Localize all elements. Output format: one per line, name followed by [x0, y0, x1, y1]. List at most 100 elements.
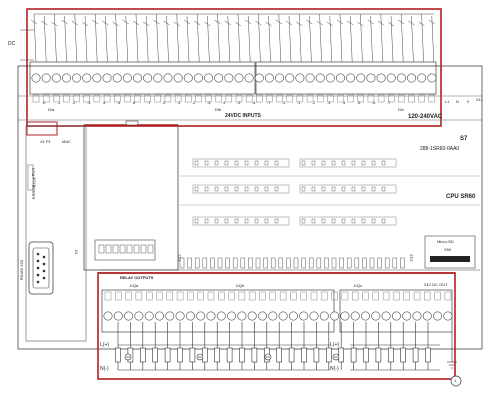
output-group-a: DQa: [130, 283, 139, 288]
io-led: [244, 186, 249, 192]
input-bit-label: .4: [222, 100, 226, 105]
connector-tooth: [286, 257, 291, 269]
input-wire-tick: [163, 20, 170, 26]
terminal-marker: [125, 291, 132, 301]
input-wire: [268, 15, 271, 63]
input-wire: [298, 13, 302, 63]
input-wire: [400, 13, 404, 63]
connector-tooth: [331, 257, 337, 269]
input-wire-tick: [61, 19, 68, 25]
load-symbol: [251, 347, 258, 363]
terminal-screw: [206, 311, 216, 321]
io-led: [204, 160, 209, 166]
io-led: [371, 218, 376, 224]
input-wire: [329, 15, 333, 63]
input-wire: [258, 13, 261, 63]
terminal-screw: [124, 311, 134, 321]
x11-label: X11: [476, 97, 483, 102]
input-wire: [339, 13, 343, 63]
status-error: ERROR: [31, 184, 37, 200]
input-wire-tick: [143, 21, 150, 27]
terminal-marker: [347, 94, 354, 103]
x13-label: X13: [408, 254, 414, 262]
terminal-screw: [295, 73, 305, 83]
terminal-marker: [156, 291, 163, 301]
connector-tooth: [270, 257, 276, 269]
terminal-marker: [444, 291, 452, 301]
terminal-screw: [422, 311, 432, 321]
terminal-screw: [153, 73, 163, 83]
output-group-c: DQc: [354, 283, 362, 288]
io-led: [224, 186, 229, 192]
terminal-screw: [134, 311, 144, 321]
input-wire: [421, 13, 424, 63]
input-wire-tick: [296, 21, 303, 27]
input-wire-tick: [102, 20, 109, 26]
io-led: [341, 186, 346, 192]
power-caption: 120-240VAC: [408, 114, 443, 120]
input-wire-tick: [245, 19, 252, 25]
terminal-marker: [124, 94, 131, 103]
io-led-rows: [180, 158, 480, 226]
io-led: [371, 186, 376, 192]
cpu-name: CPU SR60: [446, 194, 476, 200]
led-row: [192, 158, 290, 168]
rs485-pin: [42, 255, 46, 259]
input-terminal-block: [29, 61, 437, 103]
terminal-marker: [135, 291, 143, 301]
terminal-marker: [145, 291, 153, 301]
input-bit-label: .3: [327, 100, 331, 105]
power-pe: ⏚: [466, 99, 470, 104]
terminal-marker: [296, 94, 304, 103]
terminal-screw: [288, 311, 298, 321]
rs485-port: [28, 241, 54, 295]
input-bit-label: .7: [387, 100, 391, 105]
input-wire-tick: [326, 21, 333, 27]
terminal-screw: [360, 311, 370, 321]
terminal-screw: [346, 73, 356, 83]
x12-label: X12: [176, 254, 182, 262]
terminal-screw: [443, 311, 453, 321]
n-minus-left: N(-): [100, 366, 109, 372]
terminal-marker: [218, 291, 225, 301]
terminal-screw: [214, 73, 224, 83]
input-bit-label: .7: [147, 100, 151, 105]
terminal-screw: [366, 73, 376, 83]
io-led: [204, 218, 209, 224]
terminal-screw: [165, 311, 175, 321]
io-led: [244, 160, 249, 166]
io-led: [264, 186, 269, 192]
connector-tooth: [346, 257, 352, 269]
callout-number: 1: [454, 378, 457, 383]
terminal-marker: [286, 94, 293, 103]
input-wire-tick: [347, 20, 354, 26]
sd-slot: X50: [444, 247, 452, 252]
io-led: [311, 160, 316, 166]
input-wire-tick: [214, 19, 221, 25]
terminal-marker: [367, 94, 375, 103]
terminal-marker: [32, 94, 40, 103]
io-led: [224, 160, 229, 166]
input-wire-tick: [316, 20, 323, 26]
terminal-screw: [371, 311, 381, 321]
input-wire: [64, 15, 67, 63]
terminal-marker: [225, 94, 233, 103]
connector-tooth: [301, 257, 306, 269]
terminal-marker: [144, 94, 151, 103]
rs485-pins: [36, 252, 46, 284]
flap-tab: [125, 120, 139, 126]
connector-tooth: [316, 257, 322, 269]
input-wire-tick: [122, 19, 129, 25]
input-wire-fan: [20, 13, 435, 63]
terminal-block-right: [339, 289, 453, 333]
terminal-marker: [352, 291, 359, 301]
terminal-screw: [254, 73, 264, 83]
terminal-screw: [325, 73, 335, 83]
io-led: [311, 186, 316, 192]
io-led: [331, 218, 336, 224]
terminal-marker: [113, 94, 121, 103]
ethernet-pin: [98, 244, 105, 254]
io-led: [351, 186, 356, 192]
terminal-marker: [310, 291, 318, 301]
load-symbol: [375, 347, 382, 363]
